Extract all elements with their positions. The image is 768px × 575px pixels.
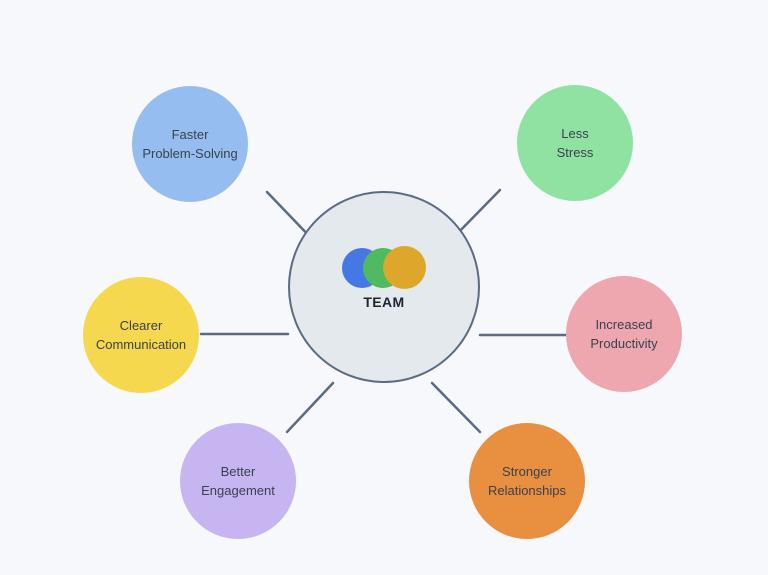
gold-circle-icon — [383, 246, 426, 289]
node-increased-productivity[interactable]: Increased Productivity — [566, 276, 682, 392]
node-label: Clearer Communication — [95, 318, 187, 352]
node-label: Less Stress — [556, 126, 594, 160]
node-label: Faster Problem-Solving — [142, 127, 238, 161]
node-clearer-communication[interactable]: Clearer Communication — [83, 277, 199, 393]
node-label: Increased Productivity — [590, 317, 658, 351]
center-node-team[interactable]: TEAM — [288, 191, 480, 383]
node-faster-problem-solving[interactable]: Faster Problem-Solving — [132, 86, 248, 202]
node-label: Better Engagement — [201, 464, 275, 498]
node-less-stress[interactable]: Less Stress — [517, 85, 633, 201]
node-better-engagement[interactable]: Better Engagement — [180, 423, 296, 539]
team-overlapping-circles-icon — [342, 246, 426, 289]
node-label: Stronger Relationships — [487, 464, 567, 498]
node-stronger-relationships[interactable]: Stronger Relationships — [469, 423, 585, 539]
center-node-label: TEAM — [363, 294, 405, 310]
